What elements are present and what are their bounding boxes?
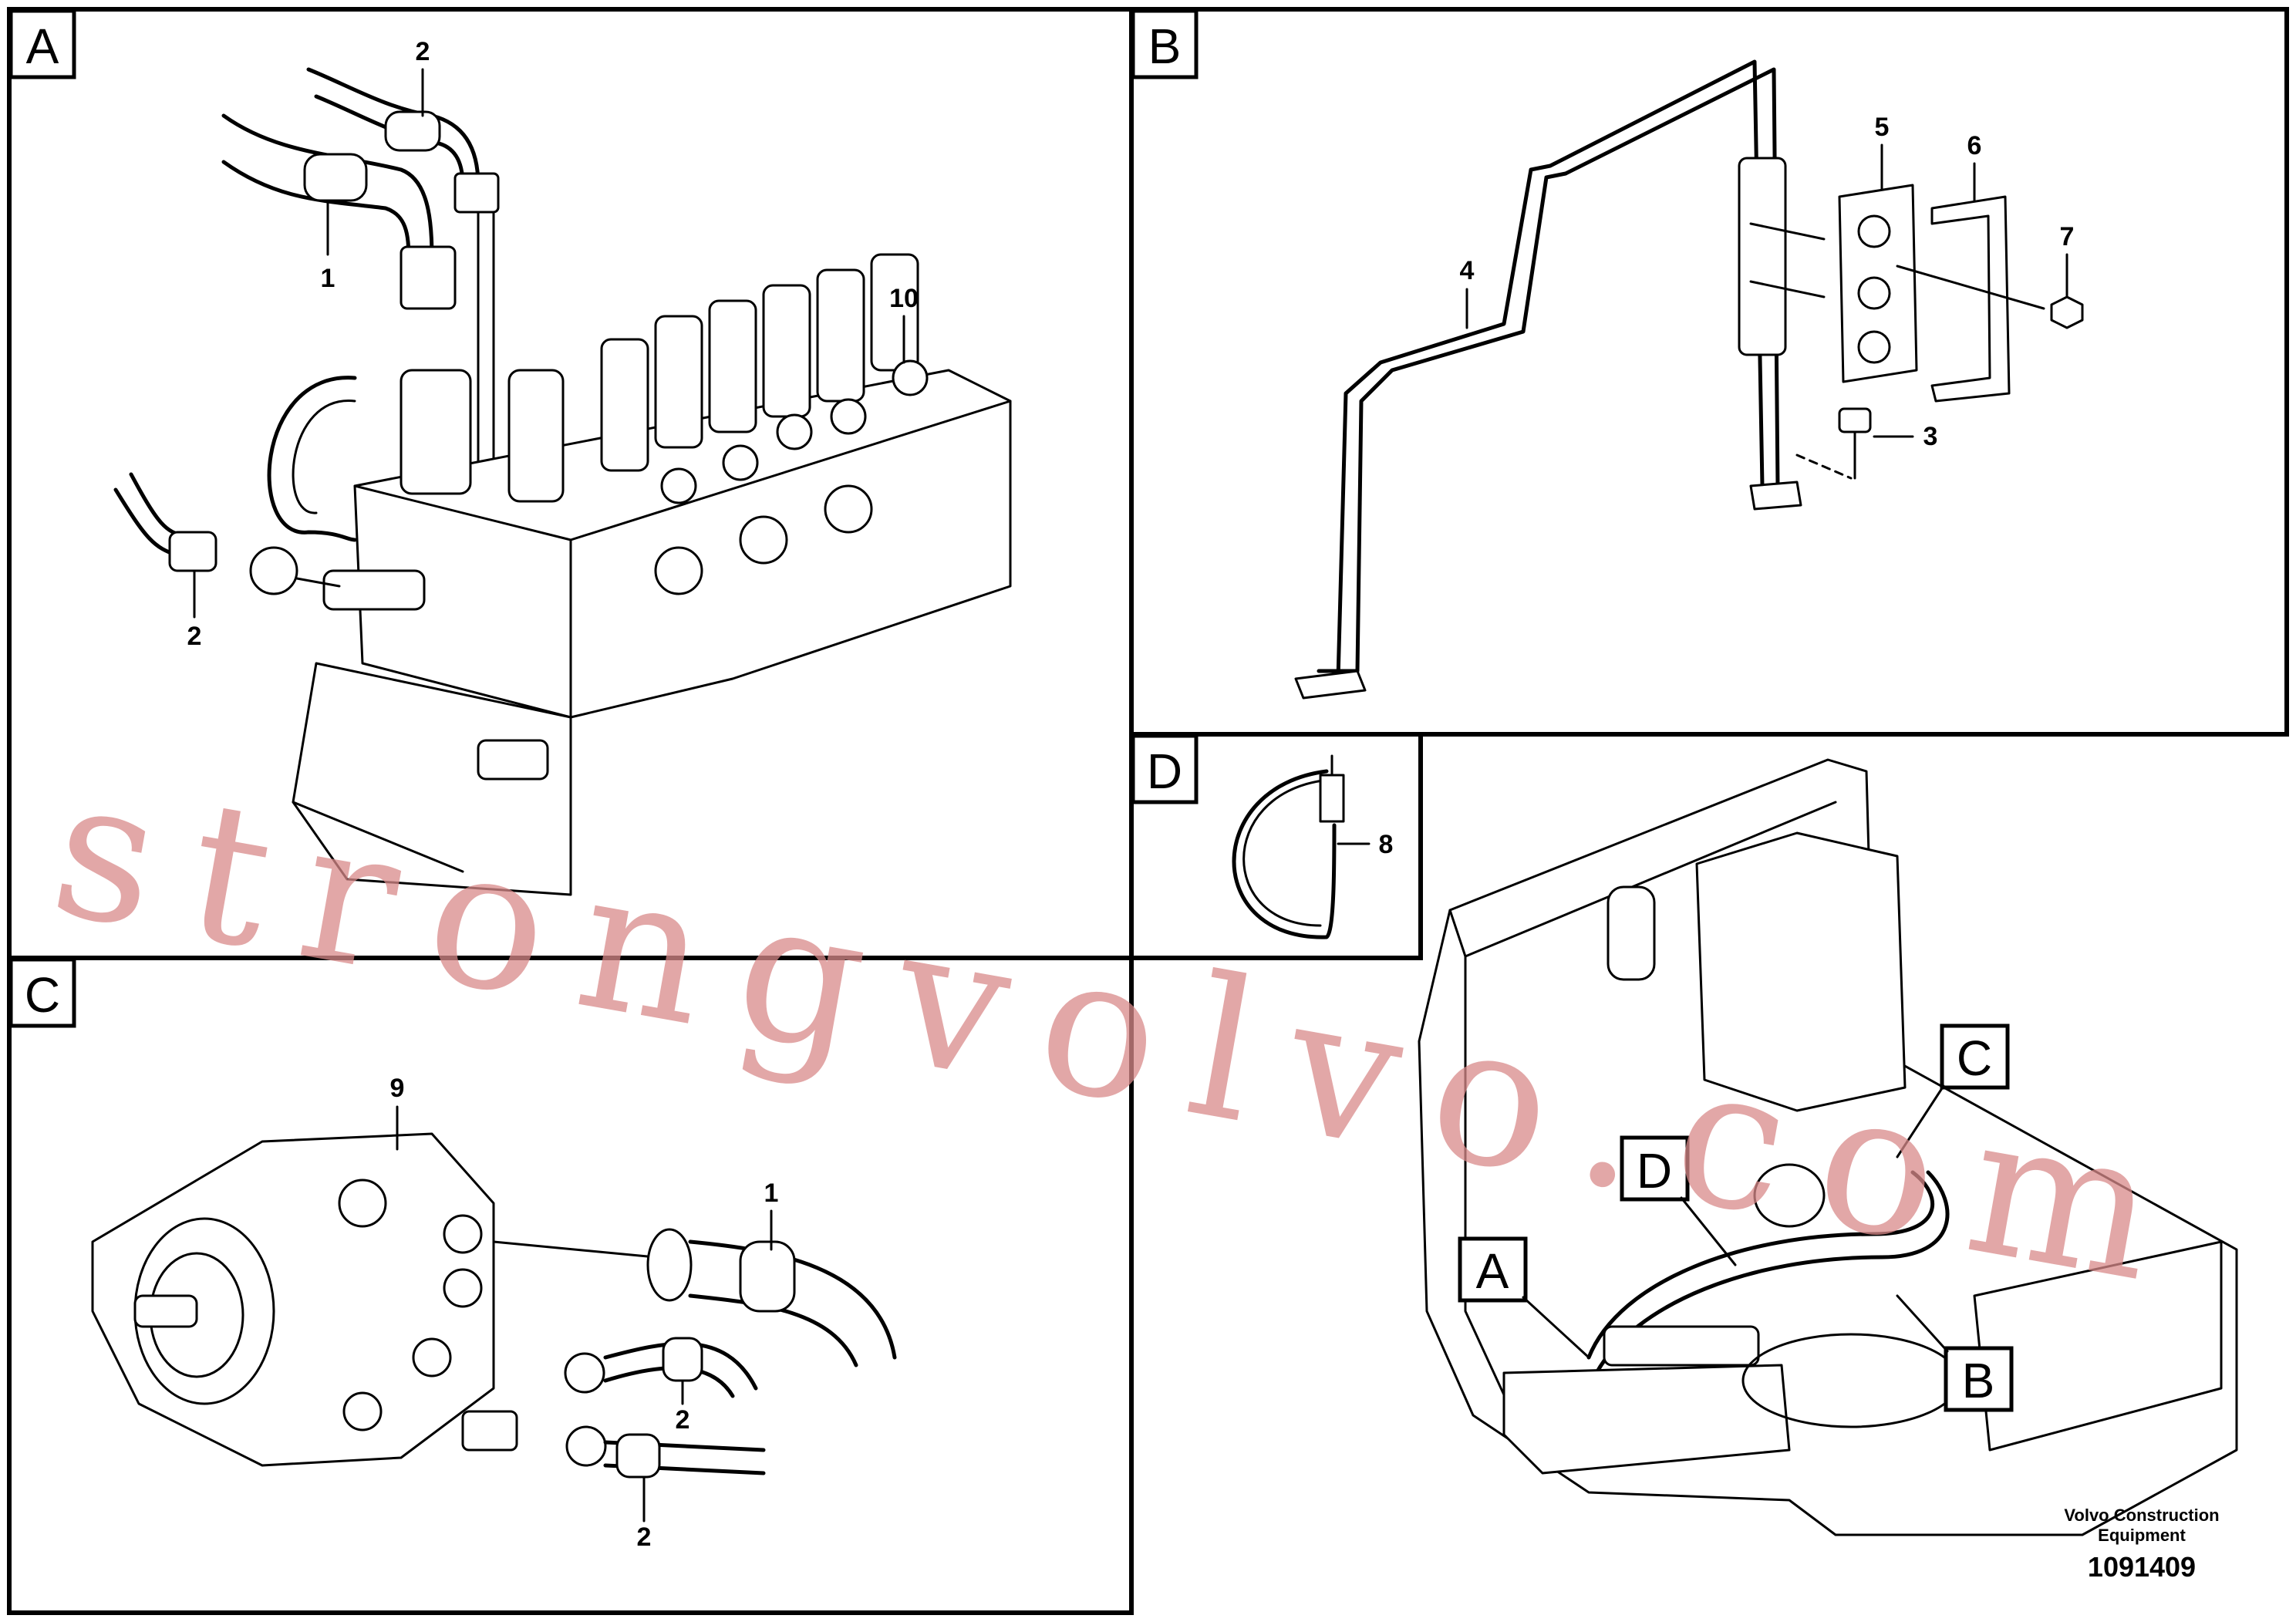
- hose-1-nut: [400, 245, 457, 310]
- panel-b-frame: [1129, 7, 2289, 737]
- panel-a-callouts: 2 1 10 2: [187, 37, 919, 651]
- nut: [2050, 295, 2084, 329]
- pump-shaft: [133, 1294, 198, 1328]
- panel-d-callouts: 8: [1337, 830, 1394, 859]
- drawing-number: 1091409: [2088, 1551, 2196, 1583]
- svg-text:9: 9: [390, 1074, 405, 1103]
- svg-text:2: 2: [637, 1523, 652, 1552]
- clamp-cover: [1930, 195, 2011, 403]
- filter: [1607, 885, 1656, 981]
- backing-plate: [1738, 157, 1787, 356]
- overview-tag-a: A: [1458, 1236, 1590, 1359]
- svg-text:B: B: [1148, 19, 1182, 74]
- svg-text:B: B: [1962, 1353, 1995, 1408]
- hose-2-nut-lower: [565, 1425, 607, 1467]
- svg-text:D: D: [1637, 1143, 1672, 1199]
- tie-head: [1319, 774, 1345, 823]
- cable-tie-drawing: [1232, 754, 1345, 939]
- svg-text:2: 2: [676, 1405, 690, 1435]
- svg-text:C: C: [25, 967, 60, 1023]
- svg-text:3: 3: [1923, 422, 1938, 451]
- svg-text:C: C: [1957, 1030, 1992, 1086]
- hose-2-ferrule: [384, 110, 441, 152]
- panel-a-tag: A: [8, 8, 76, 79]
- pump-drawing: [91, 1132, 897, 1479]
- control-valve-drawing: [113, 67, 1012, 896]
- svg-text:2: 2: [187, 622, 202, 651]
- credit-line1: Volvo Construction: [2064, 1506, 2219, 1525]
- panel-d-frame: [1129, 732, 1423, 960]
- panel-c-callouts: 9 1 2 2: [390, 1074, 779, 1552]
- bolt-head: [1838, 407, 1872, 433]
- valve-spools: [400, 253, 929, 595]
- pump-overview: [1753, 1163, 1826, 1228]
- tube-clamp-drawing: [1294, 59, 2084, 700]
- hose-1-ferrule-c: [739, 1240, 796, 1313]
- hose-2-nut: [453, 172, 500, 214]
- hose-2-left-ferrule: [168, 531, 217, 572]
- valve-block-overview: [1502, 1364, 1791, 1475]
- overview-tag-c: C: [1896, 1023, 2010, 1158]
- overview-tag-d: D: [1620, 1135, 1737, 1266]
- hose-2-nut-upper: [564, 1352, 605, 1394]
- panel-d-tag: D: [1131, 733, 1199, 804]
- svg-text:5: 5: [1875, 113, 1890, 142]
- svg-text:2: 2: [416, 37, 430, 66]
- svg-text:A: A: [26, 19, 59, 74]
- hose-1-ferrule: [303, 153, 368, 202]
- svg-text:10: 10: [889, 284, 919, 313]
- svg-text:A: A: [1476, 1243, 1509, 1299]
- credit-line2: Equipment: [2098, 1526, 2186, 1545]
- hose-1-flange: [646, 1228, 693, 1302]
- panel-b-callouts: 4 5 6 7 3: [1460, 113, 2075, 451]
- svg-text:8: 8: [1379, 830, 1394, 859]
- panel-c-frame: [7, 956, 1134, 1615]
- svg-text:4: 4: [1460, 256, 1475, 285]
- svg-text:1: 1: [321, 264, 335, 293]
- machine-overview-drawing: [1418, 758, 2238, 1536]
- footer: Volvo Construction Equipment 1091409: [2064, 1506, 2219, 1583]
- svg-text:7: 7: [2060, 222, 2075, 251]
- overview-tag-b: B: [1896, 1294, 2014, 1412]
- panel-b-tag: B: [1131, 8, 1199, 79]
- svg-text:D: D: [1147, 744, 1182, 799]
- panel-c-tag: C: [8, 957, 76, 1028]
- svg-text:1: 1: [764, 1179, 779, 1208]
- hydraulic-tank: [1695, 831, 1907, 1112]
- svg-text:6: 6: [1967, 131, 1982, 160]
